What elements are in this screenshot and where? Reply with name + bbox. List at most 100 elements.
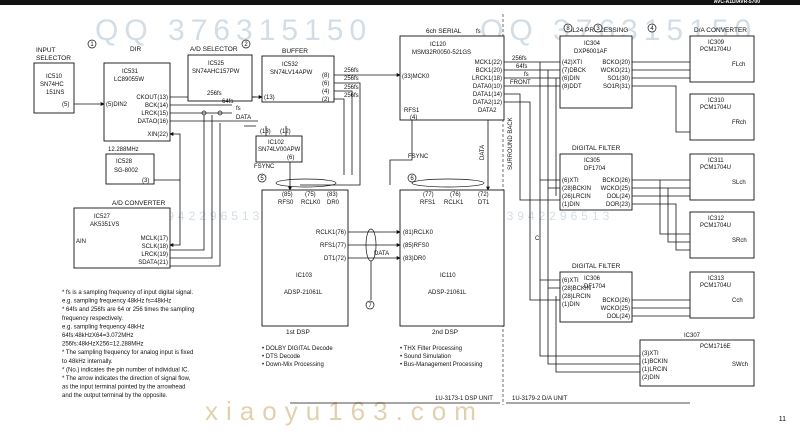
- al24-part: DXP6001AF: [574, 49, 608, 55]
- dac-ic-4: IC313: [708, 276, 725, 282]
- adc-pin-in: AIN: [76, 239, 86, 245]
- ic120-part: MSM32R0050-521GS: [412, 50, 471, 56]
- df305-rpin-2: WCKO(25): [601, 186, 630, 192]
- callout-number-7: 8: [566, 26, 570, 32]
- dir-box: [103, 62, 171, 142]
- wire-df305-slch: [632, 179, 690, 197]
- dac-ic-2: IC311: [708, 158, 724, 164]
- dsp2-top-pin2: (76): [450, 192, 461, 198]
- dsp-unit-label: 1U-3173-1 DSP UNIT: [435, 396, 493, 402]
- sig-fs-b: fs: [524, 72, 529, 78]
- callout-number-6: 7: [368, 303, 372, 309]
- ic120-title: 6ch SERIAL: [426, 28, 462, 35]
- adc-title: A/D CONVERTER: [112, 200, 166, 207]
- dsp1-feature-3: • Down-Mix Processing: [262, 362, 324, 368]
- wire-adc-sdata: [170, 123, 221, 267]
- dir-pin-in: (5)DIN2: [106, 102, 128, 108]
- adc-pin-sclk: SCLK(18): [142, 244, 168, 250]
- buffer-pin-in: (13): [264, 95, 275, 101]
- osc-part: SG-8002: [114, 168, 139, 174]
- watermark-site: xiaoyu163.com: [205, 396, 484, 426]
- dsp1-box: [261, 189, 349, 327]
- dsp2-left-pin1: (81)RCLK0: [403, 230, 434, 236]
- df305-part: DF1704: [584, 166, 606, 172]
- adc-ic: IC527: [94, 214, 111, 220]
- ic120-rfs: RFS1: [404, 108, 420, 114]
- wire-buffer-4: [334, 98, 345, 175]
- callout-number-4: 5: [260, 176, 264, 182]
- dsp2-feature-2: • Sound Simulation: [400, 354, 451, 360]
- df306-lpin-3: (28)LRCIN: [562, 294, 591, 300]
- callout-number-1: 2: [244, 42, 248, 48]
- dsp1-right-pin2: RFS1(77): [320, 243, 346, 249]
- dac-channel-4: Cch: [732, 298, 743, 304]
- sig-64fs-b: 64fs: [516, 64, 527, 70]
- dsp1-right-pin1: RCLK1(76): [316, 230, 346, 236]
- ic102-box: [255, 135, 303, 163]
- wire-adc-sclk: [170, 115, 205, 251]
- sig-256fs-f: 256fs: [512, 56, 527, 62]
- dsp2-feature-1: • THX Filter Processing: [400, 346, 462, 352]
- buffer-pin-6: (6): [322, 81, 329, 87]
- dsp2-top-pin1: (77): [423, 192, 434, 198]
- df306-box: [559, 271, 633, 323]
- ic102-ic: IC102: [268, 140, 285, 146]
- callout-circle-1: [241, 39, 251, 49]
- osc-box: [105, 153, 155, 185]
- callout-circle-7: [563, 23, 573, 33]
- wire-ad-selector: [200, 104, 232, 122]
- df305-rpin-3: DOL(24): [607, 194, 630, 200]
- ic120-pin-mck1: MCK1(22): [475, 60, 502, 66]
- dsp1-part: ADSP-21061L: [284, 290, 323, 296]
- dsp2-top-lbl1: RFS1: [420, 200, 436, 206]
- da-unit-label: 1U-3179-2 D/A UNIT: [512, 396, 568, 402]
- dsp2-ic: IC110: [440, 273, 456, 279]
- callout-circle-2: [593, 23, 603, 33]
- dsp1-top-lbl1: RFS0: [278, 200, 294, 206]
- dir-pin-bck: BCK(14): [145, 103, 168, 109]
- dir-title: DIR: [130, 46, 142, 53]
- wire-buffer-3: [334, 90, 353, 175]
- note-line-0: * fs is a sampling frequency of input di…: [62, 290, 193, 296]
- dsp1-feature-2: • DTS Decode: [262, 354, 301, 360]
- df306-rpin-1: BCKO(26): [602, 298, 630, 304]
- callout-circle-5: [407, 173, 417, 183]
- dsp1-caption: 1st DSP: [286, 329, 310, 336]
- page-number: 11: [778, 416, 786, 423]
- dsp1-top-pin3: (83): [327, 192, 338, 198]
- input-selector-title2: SELECTOR: [36, 55, 71, 62]
- callout-circle-6: [365, 300, 375, 310]
- ic102-part: SN74LV00APW: [258, 147, 301, 153]
- df306-lpin-2: (28)BCKIN: [562, 286, 591, 292]
- note-line-10: * The arrow indicates the direction of s…: [62, 376, 191, 382]
- al24-rpin-2: WCKO(21): [601, 68, 630, 74]
- dir-pin-datao: DATAO(16): [138, 119, 168, 125]
- wire-df306-cch: [632, 299, 690, 317]
- dsp2-feature-3: • Bus-Management Processing: [400, 362, 482, 368]
- ic120-rfs-pin: (4): [410, 115, 417, 121]
- dac-ic-0: IC309: [708, 40, 725, 46]
- osc-pin: (3): [142, 178, 149, 184]
- model-name: AVC-A1D/AVR-5700: [713, 0, 760, 5]
- sig-256fs-c: 256fs: [344, 76, 359, 82]
- callout-circle-0: [87, 39, 97, 49]
- dac-part-2: PCM1704U: [700, 165, 731, 171]
- al24-lpin-1: (42)XTI: [562, 60, 582, 66]
- header-bar: [0, 0, 800, 5]
- dsp1-top-lbl2: RCLK0: [301, 200, 321, 206]
- wire-lrck-bus: [555, 78, 700, 373]
- note-line-4: e.g. sampling frequency 48kHz: [62, 324, 144, 330]
- df305-lpin-2: (28)BCKIN: [562, 186, 591, 192]
- sig-64fs-a: 64fs: [222, 99, 233, 105]
- dac-part-1: PCM1704U: [700, 105, 731, 111]
- dsp2-part: ADSP-21061L: [428, 290, 467, 296]
- note-line-9: * (No.) indicates the pin number of indi…: [62, 367, 189, 373]
- df306-ic: IC306: [584, 276, 601, 282]
- input-selector-title: INPUT: [36, 47, 56, 54]
- dsp1-top-lbl3: DR0: [327, 200, 340, 206]
- dsp2-caption: 2nd DSP: [432, 329, 458, 336]
- dir-pin-lrck: LRCK(15): [141, 111, 168, 117]
